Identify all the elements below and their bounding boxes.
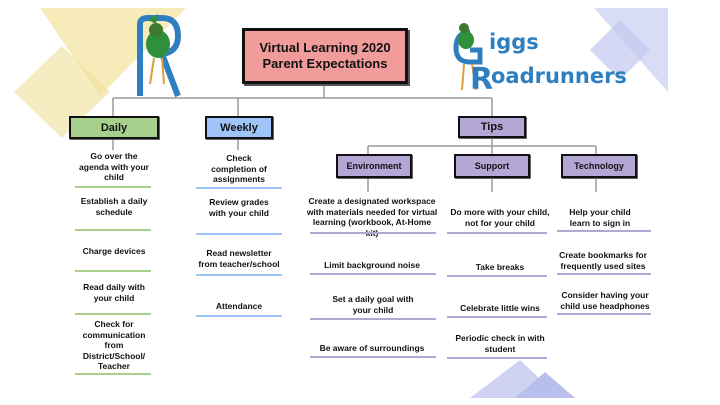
weekly-underline-4: [196, 315, 282, 317]
technology-item-3: Consider having your child use headphone…: [560, 290, 650, 311]
environment-underline-3: [310, 318, 436, 320]
support-item-1: Do more with your child, not for your ch…: [450, 207, 550, 228]
category-tips: Tips: [458, 116, 526, 138]
logo-letter-r: R: [470, 62, 494, 97]
yellow-diamond: [14, 46, 110, 138]
roadrunner-logo-right-icon: [453, 23, 483, 91]
environment-item-2: Limit background noise: [324, 260, 420, 270]
technology-underline-2: [557, 273, 651, 275]
support-underline-1: [447, 232, 547, 234]
daily-item-5: Check for communication from District/Sc…: [82, 319, 146, 371]
environment-underline-4: [310, 356, 436, 358]
subcategory-environment: Environment: [336, 154, 412, 178]
logo-word-iggs: iggs: [489, 30, 539, 54]
title-line-2: Parent Expectations: [262, 56, 388, 71]
daily-underline-5: [75, 373, 151, 375]
subcategory-support: Support: [454, 154, 530, 178]
category-daily: Daily: [69, 116, 159, 139]
daily-item-4: Read daily with your child: [83, 282, 145, 303]
technology-item-2: Create bookmarks for frequently used sit…: [559, 250, 647, 271]
environment-item-3: Set a daily goal with your child: [332, 294, 414, 315]
daily-underline-3: [75, 270, 151, 272]
weekly-underline-3: [196, 274, 282, 276]
environment-item-4: Be aware of surroundings: [319, 343, 425, 353]
category-weekly: Weekly: [205, 116, 273, 139]
weekly-item-4: Attendance: [215, 301, 263, 311]
title-line-1: Virtual Learning 2020: [259, 40, 391, 55]
blue-diamond: [590, 20, 650, 80]
technology-underline-3: [557, 313, 651, 315]
support-underline-4: [447, 357, 547, 359]
support-item-2: Take breaks: [475, 262, 525, 272]
logo-word-oadrunners: oadrunners: [491, 64, 627, 88]
blue-triangle-bottom-2: [515, 372, 575, 398]
weekly-item-2: Review grades with your child: [209, 197, 269, 218]
environment-underline-2: [310, 273, 436, 275]
support-item-4: Periodic check in with student: [455, 333, 545, 354]
title-box: Virtual Learning 2020 Parent Expectation…: [242, 28, 408, 84]
weekly-underline-2: [196, 233, 282, 235]
support-underline-3: [447, 316, 547, 318]
daily-item-2: Establish a daily schedule: [80, 196, 148, 217]
weekly-underline-1: [196, 187, 282, 189]
daily-item-1: Go over the agenda with your child: [79, 151, 149, 182]
environment-underline-1: [310, 232, 436, 234]
daily-item-3: Charge devices: [82, 246, 146, 256]
weekly-item-1: Check completion of assignments: [211, 153, 267, 184]
subcategory-technology: Technology: [561, 154, 637, 178]
weekly-item-3: Read newsletter from teacher/school: [198, 248, 280, 269]
daily-underline-4: [75, 313, 151, 315]
daily-underline-1: [75, 186, 151, 188]
support-item-3: Celebrate little wins: [460, 303, 540, 313]
technology-item-1: Help your child learn to sign in: [569, 207, 631, 228]
support-underline-2: [447, 275, 547, 277]
daily-underline-2: [75, 229, 151, 231]
technology-underline-1: [557, 230, 651, 232]
roadrunner-logo-left: [137, 14, 182, 98]
